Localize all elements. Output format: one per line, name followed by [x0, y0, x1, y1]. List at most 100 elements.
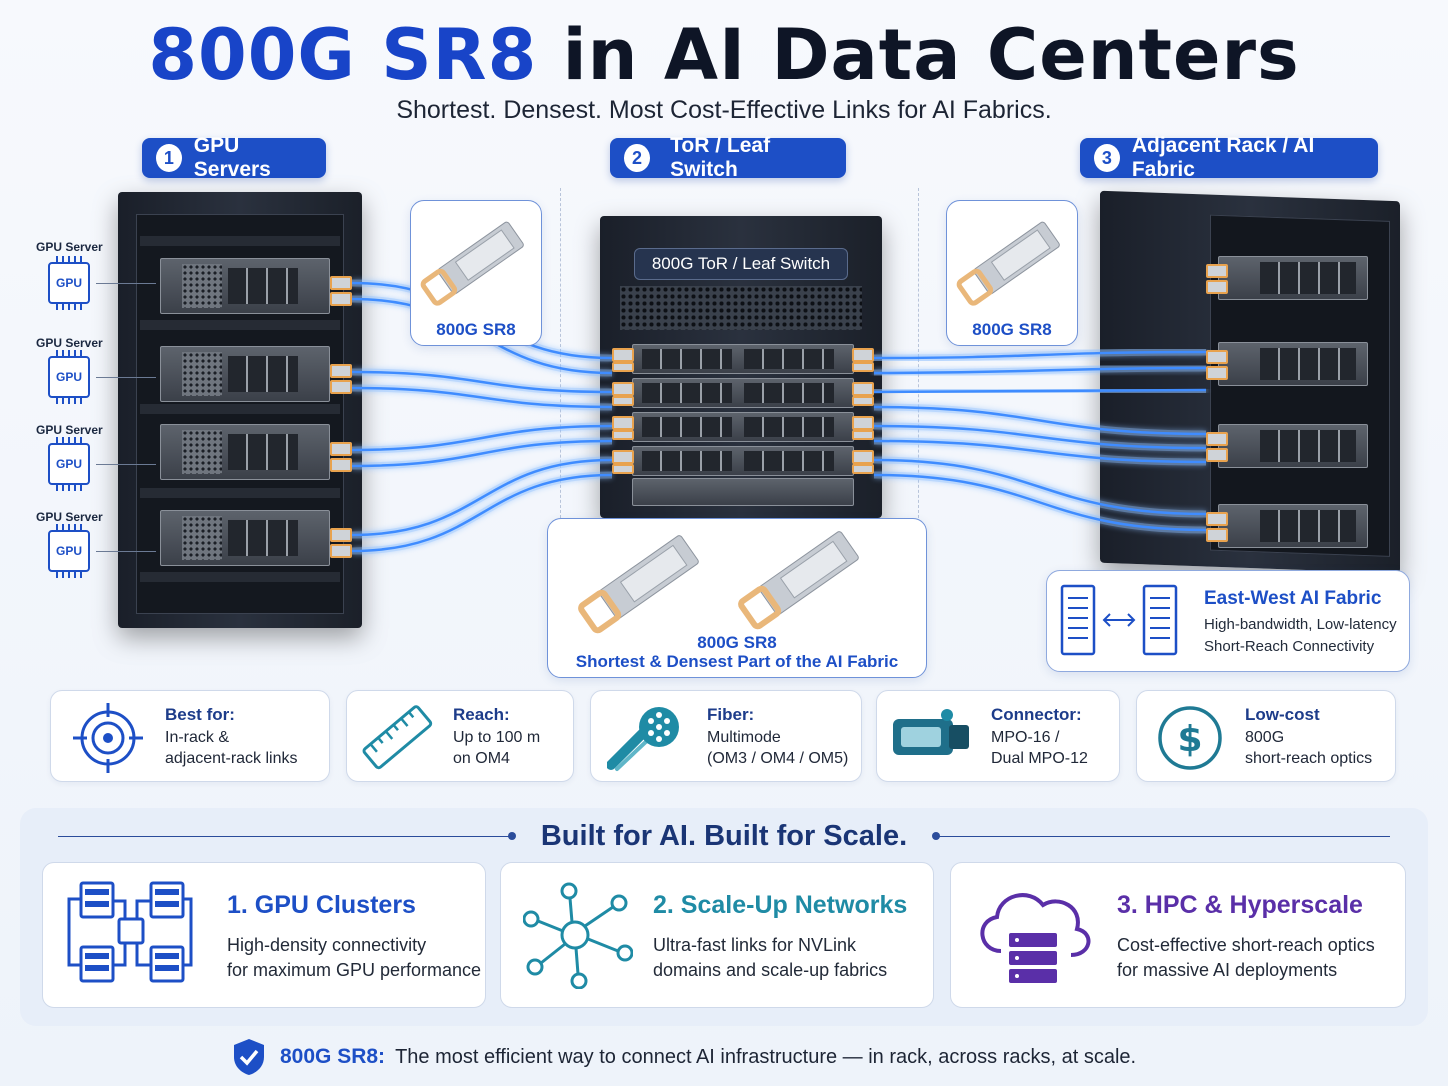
- transceiver-port: [1206, 350, 1228, 364]
- server-drive-bays: [1260, 348, 1356, 380]
- server-label: GPU Server: [36, 423, 103, 437]
- transceiver-port: [330, 458, 352, 472]
- rack-blank-panel: [140, 236, 340, 246]
- server-drive-bays: [228, 268, 298, 304]
- server-label: GPU Server: [36, 336, 103, 350]
- gpu-chip-text: GPU: [55, 544, 82, 558]
- heading-dot: [932, 832, 940, 840]
- gpu-chip-icon: GPU: [48, 524, 90, 578]
- feature-line2: on OM4: [453, 750, 510, 767]
- use-case-gpu-clusters: 1. GPU Clusters High-density connectivit…: [42, 862, 486, 1008]
- fiber-cable: [873, 439, 1207, 464]
- fiber-cable: [351, 458, 613, 537]
- transceiver-port: [852, 362, 874, 372]
- feature-line1: In-rack &: [165, 729, 230, 746]
- panel-heading: Built for AI. Built for Scale.: [540, 820, 908, 852]
- transceiver-port: [612, 348, 634, 362]
- switch-ports: [744, 417, 834, 437]
- server-drive-bays: [1260, 510, 1356, 542]
- transceiver-port: [1206, 366, 1228, 380]
- server-label: GPU Server: [36, 240, 103, 254]
- switch-line-card: [632, 478, 854, 506]
- transceiver-port: [1206, 448, 1228, 462]
- transceiver-port: [852, 348, 874, 362]
- callout-label: 800G SR8: [436, 320, 516, 339]
- leader-line: [96, 551, 156, 552]
- use-case-line1: Ultra-fast links for NVLink: [653, 935, 857, 955]
- section-number: 3: [1094, 144, 1120, 172]
- feature-line1: Multimode: [707, 729, 781, 746]
- title-highlight: 800G SR8: [148, 14, 538, 96]
- transceiver-port: [330, 292, 352, 306]
- use-case-line2: for maximum GPU performance: [227, 960, 482, 980]
- transceiver-port: [852, 382, 874, 396]
- transceiver-port: [612, 430, 634, 440]
- section-label: ToR / Leaf Switch: [670, 134, 771, 181]
- gpu-chip-icon: GPU: [48, 256, 90, 310]
- fiber-cable: [873, 350, 1207, 360]
- switch-badge: 800G ToR / Leaf Switch: [634, 248, 848, 280]
- transceiver-port: [612, 396, 634, 406]
- section-label: Adjacent Rack / AI Fabric: [1131, 134, 1315, 181]
- heading-rule-left: [58, 836, 514, 837]
- leader-line: [96, 283, 156, 284]
- feature-card-connector: Connector: MPO-16 / Dual MPO-12: [876, 690, 1120, 782]
- feature-line1: 800G: [1245, 729, 1285, 746]
- switch-ports: [642, 417, 732, 437]
- transceiver-port: [612, 416, 634, 430]
- transceiver-port: [1206, 432, 1228, 446]
- switch-ports: [744, 383, 834, 403]
- fiber-cable: [873, 473, 1207, 532]
- feature-line2: (OM3 / OM4 / OM5): [707, 750, 849, 767]
- title-rest: in AI Data Centers: [562, 14, 1300, 96]
- feature-line1: Up to 100 m: [453, 729, 541, 746]
- feature-line2: short-reach optics: [1245, 750, 1373, 767]
- gpu-chip-text: GPU: [55, 276, 82, 290]
- transceiver-port: [852, 430, 874, 440]
- page-title: 800G SR8 in AI Data Centers: [0, 12, 1448, 98]
- fiber-cable: [873, 405, 1207, 436]
- section-number: 2: [624, 144, 651, 172]
- svg-text:$: $: [1177, 719, 1202, 760]
- transceiver-port: [612, 450, 634, 464]
- server-drive-bays: [228, 356, 298, 392]
- heading-dot: [508, 832, 516, 840]
- footer-key: 800G SR8:: [280, 1045, 386, 1068]
- feature-card-reach: Reach: Up to 100 m on OM4: [346, 690, 574, 782]
- feature-heading: Connector:: [991, 705, 1082, 724]
- divider: [918, 188, 919, 518]
- transceiver-port: [330, 364, 352, 378]
- footer-text: The most efficient way to connect AI inf…: [395, 1045, 1137, 1068]
- feature-heading: Reach:: [453, 705, 510, 724]
- transceiver-icon: [420, 221, 524, 306]
- section-label: GPU Servers: [193, 134, 271, 181]
- fiber-cable: [351, 424, 613, 452]
- use-case-title: 2. Scale-Up Networks: [653, 891, 908, 919]
- transceiver-pair-icon: [578, 531, 859, 634]
- switch-ports: [744, 349, 834, 369]
- fiber-cable: [873, 424, 1207, 450]
- transceiver-port: [1206, 264, 1228, 278]
- fiber-cable: [351, 439, 613, 468]
- heading-rule-right: [934, 836, 1390, 837]
- section-tor-leaf-switch: 2 ToR / Leaf Switch: [610, 134, 846, 181]
- server-grill: [182, 352, 222, 396]
- switch-ports: [642, 349, 732, 369]
- use-case-hpc-hyperscale: 3. HPC & Hyperscale Cost-effective short…: [950, 862, 1406, 1008]
- rack-blank-panel: [140, 572, 340, 582]
- fiber-cable: [873, 388, 1207, 394]
- transceiver-port: [852, 416, 874, 430]
- gpu-chip-text: GPU: [55, 457, 82, 471]
- leader-line: [96, 377, 156, 378]
- network-hub-icon: [523, 882, 633, 989]
- transceiver-port: [1206, 528, 1228, 542]
- section-gpu-servers: 1 GPU Servers: [142, 134, 326, 181]
- feature-heading: Fiber:: [707, 705, 755, 724]
- server-drive-bays: [228, 520, 298, 556]
- transceiver-port: [330, 442, 352, 456]
- rack-blank-panel: [140, 404, 340, 414]
- feature-card-best-for: Best for: In-rack & adjacent-rack links: [50, 690, 330, 782]
- feature-line1: MPO-16 /: [991, 729, 1060, 746]
- feature-line2: Dual MPO-12: [991, 750, 1088, 767]
- transceiver-port: [330, 276, 352, 290]
